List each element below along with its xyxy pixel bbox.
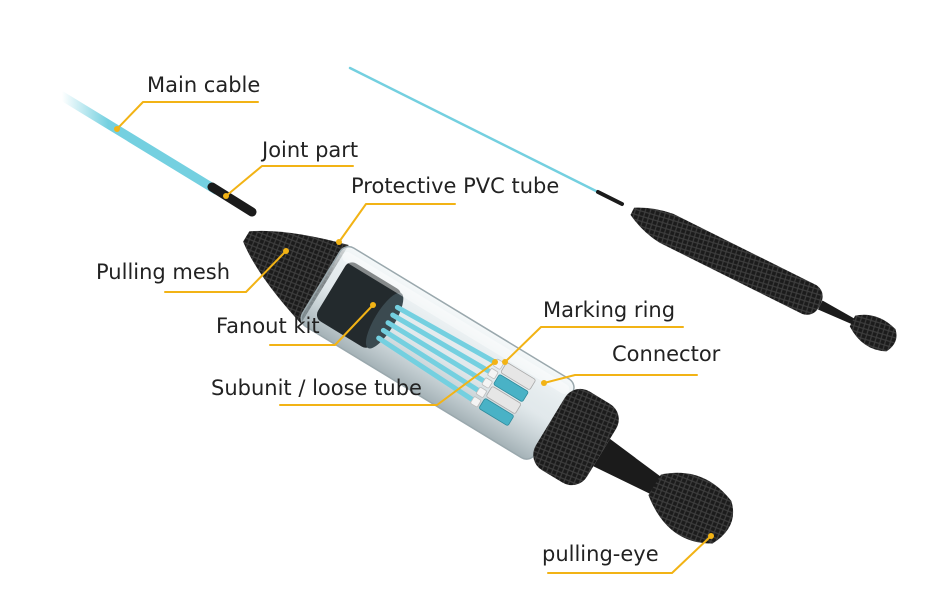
label-joint-part: Joint part xyxy=(260,138,358,162)
label-pulling-mesh: Pulling mesh xyxy=(96,260,230,284)
connectors xyxy=(479,362,536,426)
leader-dots xyxy=(114,126,714,539)
subunit-loose-tubes xyxy=(376,304,500,404)
leader-lines xyxy=(116,101,712,574)
front-mesh-cap xyxy=(533,388,619,486)
label-main-cable: Main cable xyxy=(147,73,260,97)
secondary-pulling-eye xyxy=(849,314,897,352)
label-pulling-eye: pulling-eye xyxy=(542,542,659,566)
pulling-mesh xyxy=(243,230,349,324)
pulling-eye-neck xyxy=(593,438,662,495)
main-assembly xyxy=(57,91,734,544)
secondary-mesh xyxy=(630,207,823,315)
fanout-kit-end xyxy=(365,292,404,349)
joint-part xyxy=(207,182,257,217)
label-marking-ring: Marking ring xyxy=(543,298,675,322)
labels: Main cable Joint part Protective PVC tub… xyxy=(96,73,721,566)
secondary-cable xyxy=(348,66,602,195)
label-connector: Connector xyxy=(612,342,721,366)
pulling-eye xyxy=(648,472,734,544)
label-subunit-loose-tube: Subunit / loose tube xyxy=(211,376,422,400)
secondary-assembly xyxy=(348,66,897,352)
main-cable xyxy=(57,91,221,195)
label-protective-pvc-tube: Protective PVC tube xyxy=(351,174,559,198)
label-fanout-kit: Fanout kit xyxy=(216,314,320,338)
